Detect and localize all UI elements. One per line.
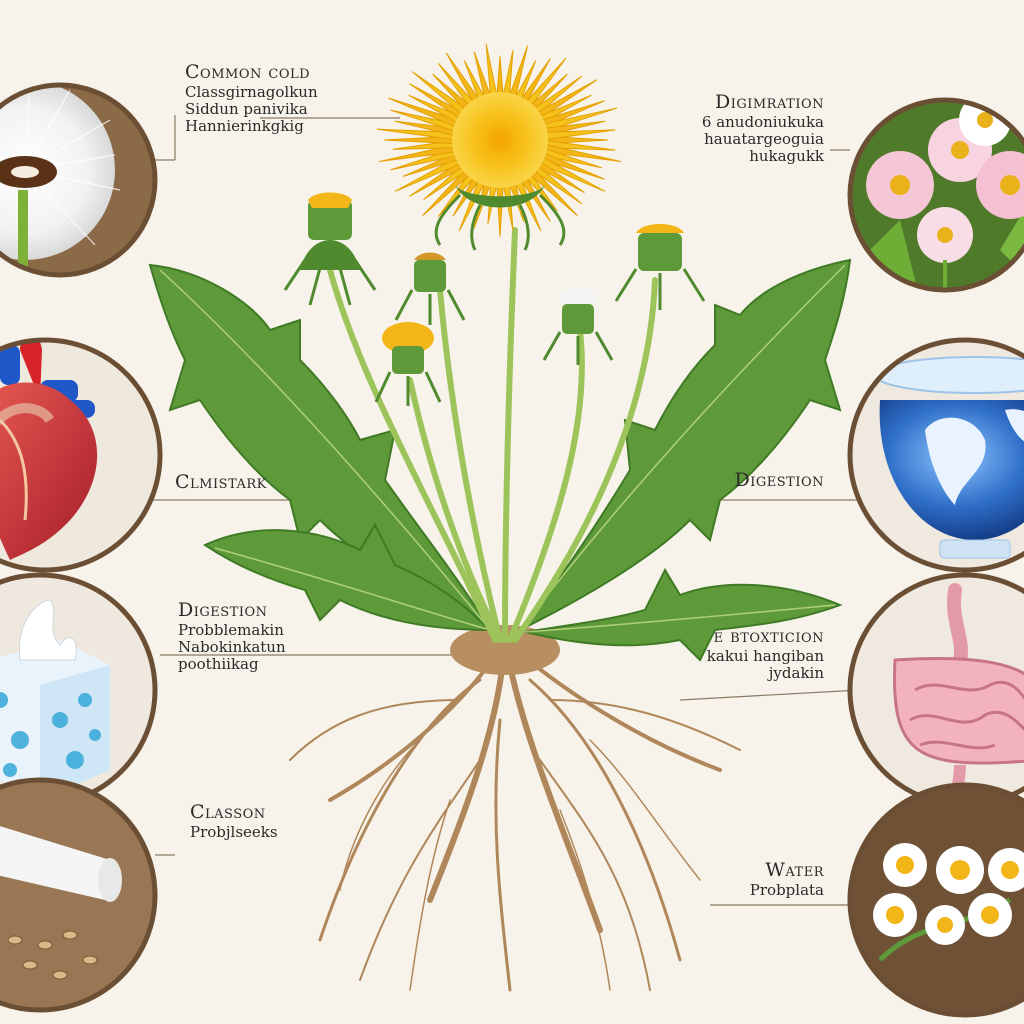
label-detoxification: e btoxticion kakui hangiban jydakin <box>706 625 824 683</box>
label-title: Clmistark <box>175 471 267 493</box>
label-line: poothiikag <box>178 655 259 674</box>
heart-icon <box>0 337 163 573</box>
label-title: Water <box>765 859 824 881</box>
pink-daisy-flowers-icon <box>847 97 1024 293</box>
root-crown <box>450 625 560 675</box>
label-title: Common cold <box>185 61 311 83</box>
dandelion-buds <box>283 192 706 406</box>
chamomile-flowers-icon <box>847 782 1024 1018</box>
label-line: Hannierinkgkig <box>185 117 304 136</box>
label-digestion-right: Digestion <box>734 469 825 492</box>
label-digestion-left: Digestion Probblemakin Nabokinkatun poot… <box>178 599 286 674</box>
label-common-cold: Common cold Classgirnagolkun Siddun pani… <box>185 61 318 136</box>
label-line: hukagukk <box>749 147 824 166</box>
label-line: Probblemakin <box>178 620 284 639</box>
label-title: e btoxticion <box>713 625 824 647</box>
water-globe-bowl-icon <box>847 337 1024 573</box>
dandelion-roots <box>289 637 741 992</box>
label-line: Probjlseeks <box>190 822 278 841</box>
label-title: Digestion <box>178 599 268 621</box>
label-clmistark: Clmistark <box>175 471 267 494</box>
label-digimration: Digimration 6 anudoniukuka hauatargeogui… <box>701 91 824 166</box>
label-line: jydakin <box>768 664 824 683</box>
label-title: Digestion <box>734 469 824 491</box>
label-line: 6 anudoniukuka <box>701 112 824 131</box>
label-line: Classgirnagolkun <box>185 82 318 101</box>
label-line: Siddun panivika <box>185 100 308 119</box>
dandelion-leaves <box>148 258 852 662</box>
paper-towel-seeds-icon <box>0 777 158 1013</box>
label-water: Water Probplata <box>749 859 824 899</box>
label-line: Nabokinkatun <box>178 638 286 657</box>
dandelion-stems <box>327 227 658 643</box>
label-classon: Classon Probjlseeks <box>190 801 278 841</box>
dandelion-flower-head <box>376 43 622 251</box>
label-line: Probplata <box>749 880 824 899</box>
label-line: hauatargeoguia <box>704 130 824 149</box>
label-title: Classon <box>190 801 266 823</box>
label-title: Digimration <box>714 91 824 113</box>
intestines-icon <box>847 572 1024 808</box>
dandelion-seedhead-icon <box>0 82 158 278</box>
label-line: kakui hangiban <box>706 646 824 665</box>
